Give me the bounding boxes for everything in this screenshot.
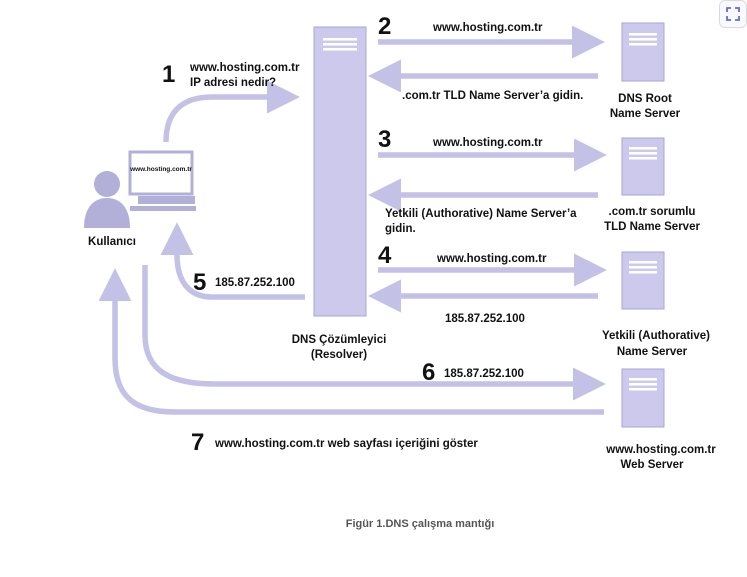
user-icon: [84, 171, 130, 228]
step-6-text: 185.87.252.100: [444, 368, 524, 380]
tld-server-label-line-1: .com.tr sorumlu: [609, 206, 696, 218]
expand-button[interactable]: [719, 0, 747, 28]
step-7-number: 7: [191, 429, 204, 456]
resolver-server-icon: [313, 26, 367, 317]
arrow-step-1: [163, 80, 300, 143]
arrow-step-6: [142, 265, 606, 401]
authoritative-server-label-line-2: Name Server: [617, 346, 688, 358]
arrow-step-7: [98, 268, 604, 415]
step-5-number: 5: [193, 269, 206, 296]
root-server-label-line-2: Name Server: [610, 108, 681, 120]
web-server-label-line-2: Web Server: [620, 459, 684, 471]
figure-caption: Figür 1.DNS çalışma mantığı: [346, 518, 495, 530]
step-4-response-text: 185.87.252.100: [445, 313, 525, 325]
root-server-label-line-1: DNS Root: [618, 93, 672, 105]
step-5-text: 185.87.252.100: [215, 277, 295, 289]
step-2-request-text: www.hosting.com.tr: [432, 22, 543, 34]
resolver-label-line-1: DNS Çözümleyici: [292, 334, 387, 346]
tld-server-label-line-2: TLD Name Server: [604, 221, 700, 233]
step-1-line-2: IP adresi nedir?: [190, 77, 276, 89]
step-1-line-1: www.hosting.com.tr: [189, 62, 300, 74]
arrow-step-5: [160, 222, 305, 300]
step-7-text: www.hosting.com.tr web sayfası içeriğini…: [214, 438, 478, 450]
web-server-icon: [621, 368, 665, 428]
user-screen-text: www.hosting.com.tr: [129, 166, 192, 173]
authoritative-server-label-line-1: Yetkili (Authorative): [602, 330, 710, 342]
step-2-response-text: .com.tr TLD Name Server’a gidin.: [402, 90, 583, 102]
step-6-number: 6: [422, 359, 435, 386]
step-4-number: 4: [378, 242, 392, 269]
step-3-number: 3: [378, 126, 391, 153]
step-3-request-text: www.hosting.com.tr: [432, 137, 543, 149]
computer-icon: [128, 150, 196, 211]
tld-server-icon: [621, 137, 665, 196]
user-label: Kullanıcı: [88, 236, 136, 248]
authoritative-server-icon: [621, 251, 665, 310]
web-server-label-line-1: www.hosting.com.tr: [605, 444, 716, 456]
root-server-icon: [621, 22, 665, 82]
step-3-response-line-1: Yetkili (Authorative) Name Server’a: [385, 208, 577, 220]
resolver-label-line-2: (Resolver): [311, 349, 367, 361]
step-1-number: 1: [162, 61, 175, 88]
step-4-request-text: www.hosting.com.tr: [436, 253, 547, 265]
expand-icon: [726, 7, 740, 21]
step-2-number: 2: [378, 13, 391, 40]
step-3-response-line-2: gidin.: [385, 223, 416, 235]
